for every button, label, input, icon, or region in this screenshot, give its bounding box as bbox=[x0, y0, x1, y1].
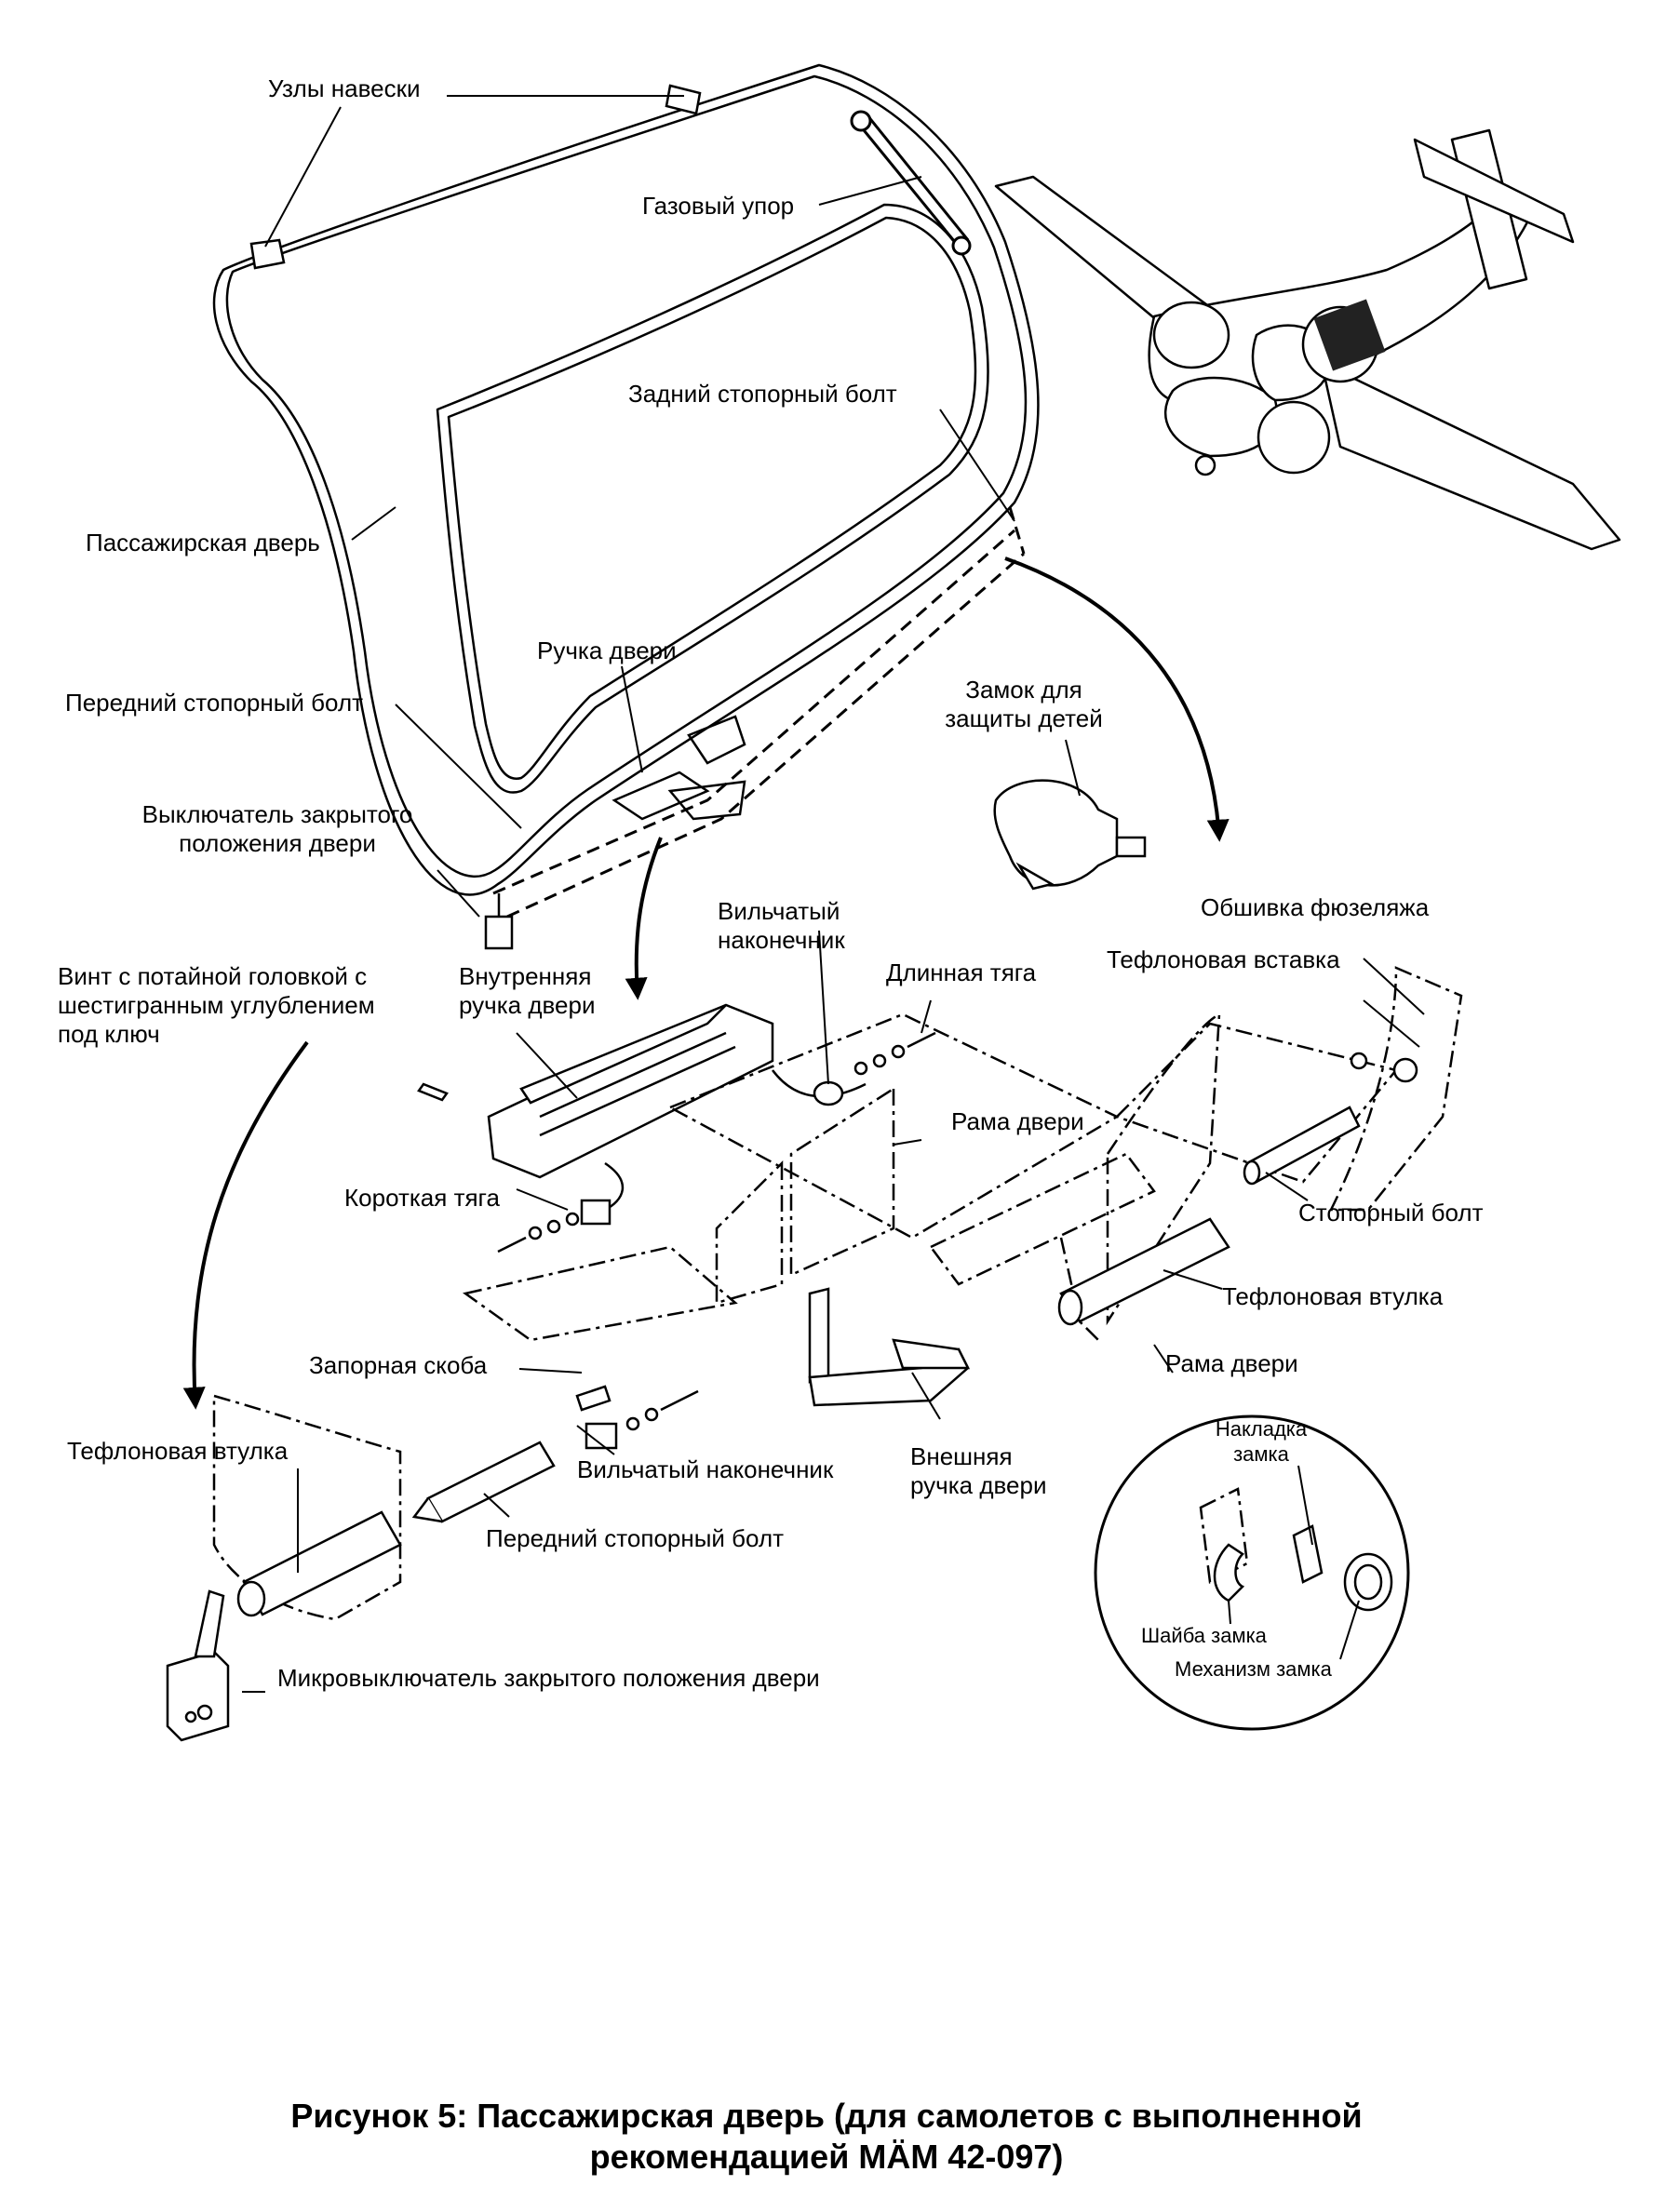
label-lock-washer: Шайба замка bbox=[1141, 1624, 1267, 1647]
label-inner-door-handle-line1: Внутренняя bbox=[459, 962, 592, 990]
label-clevis-bottom: Вильчатый наконечник bbox=[577, 1455, 834, 1483]
label-clevis-top: Вильчатый наконечник bbox=[718, 897, 845, 955]
label-long-rod: Длинная тяга bbox=[886, 959, 1037, 986]
label-short-rod: Короткая тяга bbox=[344, 1184, 500, 1212]
label-child-lock: Замок для защиты детей bbox=[931, 676, 1117, 733]
airplane-door-highlight bbox=[1313, 299, 1386, 371]
door-switch-top bbox=[484, 893, 514, 950]
label-latch-bracket: Запорная скоба bbox=[309, 1351, 488, 1379]
label-door-closed-switch: Выключатель закрытого положения двери bbox=[119, 800, 436, 858]
label-door-frame-center: Рама двери bbox=[951, 1107, 1084, 1135]
leader-lines bbox=[242, 95, 1425, 1693]
label-outer-door-handle: Внешняя ручка двери bbox=[910, 1442, 1046, 1500]
label-teflon-bushing-left: Тефлоновая втулка bbox=[67, 1437, 289, 1465]
label-clevis-top-line2: наконечник bbox=[718, 926, 845, 954]
flow-arrows bbox=[182, 556, 1230, 1410]
label-locking-bolt-right: Стопорный болт bbox=[1298, 1199, 1484, 1227]
label-front-locking-bolt-bottom: Передний стопорный болт bbox=[486, 1524, 785, 1552]
child-lock-illustration bbox=[993, 779, 1147, 891]
label-gas-strut: Газовый упор bbox=[642, 192, 795, 220]
front-bolt-assembly bbox=[236, 1385, 699, 1617]
lock-detail-inset bbox=[1094, 1414, 1410, 1731]
label-child-lock-line1: Замок для bbox=[965, 676, 1082, 704]
label-countersunk-screw: Винт с потайной головкой с шестигранным … bbox=[58, 962, 375, 1049]
figure-caption-line2: рекомендацией МÄМ 42-097) bbox=[589, 2138, 1064, 2176]
label-passenger-door: Пассажирская дверь bbox=[86, 529, 320, 556]
label-child-lock-line2: защиты детей bbox=[945, 704, 1103, 732]
lock-detail-parts bbox=[1213, 1524, 1393, 1612]
label-teflon-bushing-right: Тефлоновая втулка bbox=[1222, 1282, 1444, 1310]
label-inner-door-handle: Внутренняя ручка двери bbox=[459, 962, 595, 1020]
door-outline bbox=[212, 63, 1040, 896]
label-outer-door-handle-line1: Внешняя bbox=[910, 1442, 1013, 1470]
label-lock-mechanism: Механизм замка bbox=[1175, 1657, 1332, 1681]
label-door-closed-switch-line1: Выключатель закрытого bbox=[141, 800, 413, 828]
label-outer-door-handle-line2: ручка двери bbox=[910, 1471, 1047, 1499]
short-rod bbox=[497, 1161, 625, 1253]
label-countersunk-screw-line3: под ключ bbox=[58, 1020, 160, 1048]
label-door-handle: Ручка двери bbox=[537, 637, 677, 664]
screw-left bbox=[417, 1082, 449, 1102]
microswitch-illustration bbox=[166, 1589, 230, 1742]
locking-bolt-track bbox=[492, 506, 1026, 918]
door-handle-area bbox=[611, 715, 746, 821]
label-countersunk-screw-line2: шестигранным углублением bbox=[58, 991, 375, 1019]
figure-caption-line1: Рисунок 5: Пассажирская дверь (для самол… bbox=[290, 2097, 1363, 2135]
label-fuselage-skin: Обшивка фюзеляжа bbox=[1201, 893, 1430, 921]
gas-strut bbox=[850, 110, 972, 256]
label-lock-plate-line2: замка bbox=[1233, 1442, 1289, 1466]
long-rod bbox=[772, 1031, 936, 1106]
label-clevis-top-line1: Вильчатый bbox=[718, 897, 840, 925]
label-inner-door-handle-line2: ручка двери bbox=[459, 991, 596, 1019]
label-door-closed-switch-line2: положения двери bbox=[179, 829, 376, 857]
label-countersunk-screw-line1: Винт с потайной головкой с bbox=[58, 962, 368, 990]
label-teflon-insert: Тефлоновая вставка bbox=[1107, 945, 1340, 973]
outer-handle bbox=[808, 1287, 971, 1407]
label-rear-locking-bolt: Задний стопорный болт bbox=[628, 380, 897, 408]
label-lock-plate: Накладка замка bbox=[1201, 1416, 1322, 1467]
label-front-locking-bolt-top: Передний стопорный болт bbox=[65, 689, 364, 717]
label-lock-plate-line1: Накладка bbox=[1215, 1417, 1308, 1441]
right-bolt-assembly bbox=[1057, 1052, 1418, 1326]
inner-handle-assembly bbox=[487, 1003, 774, 1179]
hinge-marks bbox=[249, 84, 702, 270]
label-microswitch: Микровыключатель закрытого положения две… bbox=[277, 1664, 820, 1692]
airplane-illustration bbox=[994, 128, 1621, 551]
label-door-frame-right: Рама двери bbox=[1165, 1349, 1298, 1377]
label-hinges: Узлы навески bbox=[268, 74, 421, 102]
figure-caption: Рисунок 5: Пассажирская дверь (для самол… bbox=[0, 2096, 1653, 2178]
